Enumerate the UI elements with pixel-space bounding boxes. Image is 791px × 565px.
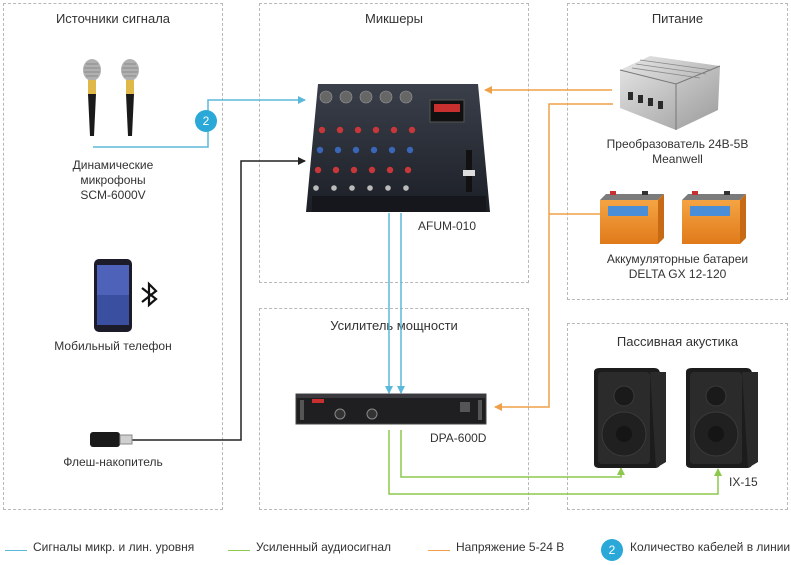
psu-label: Преобразователь 24В-5В Meanwell [567, 137, 788, 167]
flash-label: Флеш-накопитель [63, 455, 163, 469]
mixers-panel [259, 3, 529, 283]
mixer-console-icon [306, 84, 490, 212]
amplifier-title: Усилитель мощности [330, 318, 458, 333]
power-supply-icon [619, 56, 721, 130]
power-panel [567, 3, 788, 300]
sources-title: Источники сигнала [55, 11, 171, 26]
battery-label-line1: Аккумуляторные батареи [606, 252, 749, 266]
amp-to-speaker-wire-1 [400, 430, 625, 478]
legend-count-label: Количество кабелей в линии [630, 540, 791, 554]
legend-count-badge: 2 [601, 539, 623, 561]
flash-signal-wire [132, 157, 306, 441]
legend-signal-swatch [5, 550, 27, 551]
psu-label-line2: Meanwell [652, 152, 703, 166]
microphone-icon [83, 59, 139, 136]
battery-label: Аккумуляторные батареи DELTA GX 12-120 [567, 252, 788, 282]
usb-flash-icon [90, 432, 133, 447]
battery-icon [600, 191, 746, 244]
smartphone-icon [94, 259, 132, 332]
legend-amplified-swatch [228, 550, 250, 551]
bluetooth-icon [141, 281, 158, 308]
psu-label-line1: Преобразователь 24В-5В [606, 137, 749, 151]
amplifier-panel [259, 308, 529, 510]
amp-label: DPA-600D [430, 431, 487, 445]
legend-signal-label: Сигналы микр. и лин. уровня [33, 540, 195, 554]
power-title: Питание [651, 11, 704, 26]
mixers-title: Микшеры [364, 11, 423, 26]
speakers-label: IX-15 [729, 475, 758, 489]
mics-label: Динамические микрофоны SCM-6000V [3, 158, 223, 203]
speakers-panel [567, 323, 788, 510]
mics-label-line2: микрофоны [80, 173, 146, 187]
cable-count-badge: 2 [195, 110, 217, 132]
legend-amplified-label: Усиленный аудиосигнал [256, 540, 392, 554]
speaker-icon [594, 368, 758, 468]
power-bus-wire [494, 103, 613, 411]
phone-label: Мобильный телефон [54, 339, 172, 353]
power-amplifier-icon [295, 393, 487, 425]
legend-power-swatch [428, 550, 450, 551]
battery-label-line2: DELTA GX 12-120 [628, 267, 727, 281]
speakers-title: Пассивная акустика [616, 334, 739, 349]
mixer-label: AFUM-010 [418, 219, 477, 233]
sources-panel [3, 3, 223, 510]
legend-power-label: Напряжение 5-24 В [456, 540, 565, 554]
mics-label-line3: SCM-6000V [80, 188, 146, 202]
mics-label-line1: Динамические [72, 158, 154, 172]
amp-to-speaker-wire-2 [388, 430, 722, 495]
